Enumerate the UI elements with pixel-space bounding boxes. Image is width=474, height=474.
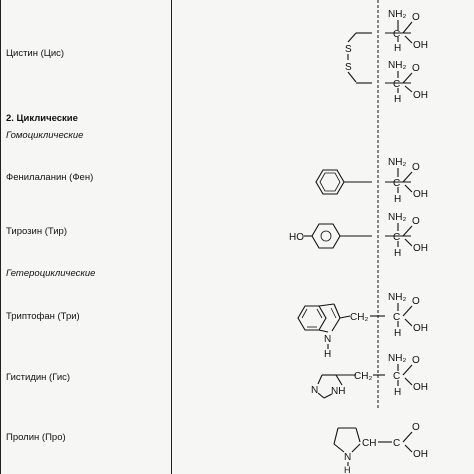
proline-c: C — [393, 438, 400, 449]
cystine-upper-nh2: NH₂ — [388, 9, 406, 20]
tyrosine-h: H — [394, 248, 401, 259]
cystine-upper-h: H — [394, 43, 401, 54]
cystine-lower-o: O — [412, 63, 420, 74]
cystine-lower-c: C — [393, 79, 400, 90]
tryptophan-n: N — [324, 334, 331, 345]
subheading-heterocyclic: Гетероциклические — [6, 268, 96, 279]
cystine-upper-c: C — [393, 29, 400, 40]
cystine-structure: NH₂ C O OH H S S NH₂ C O OH — [345, 9, 428, 105]
cystine-lower-nh2: NH₂ — [388, 60, 406, 71]
histidine-o: O — [412, 355, 420, 366]
tyrosine-structure: HO NH₂ C O OH H — [289, 212, 428, 259]
proline-o: O — [412, 422, 420, 433]
tryptophan-c: C — [393, 312, 400, 323]
tyrosine-o: O — [412, 216, 420, 227]
phenylalanine-nh2: NH₂ — [388, 157, 406, 168]
column-divider — [171, 0, 172, 474]
histidine-ch2: CH₂ — [354, 371, 372, 382]
histidine-oh: OH — [413, 382, 428, 393]
cystine-upper-oh: OH — [413, 40, 428, 51]
tyrosine-oh: OH — [413, 243, 428, 254]
cystine-lower-oh: OH — [413, 90, 428, 101]
tyrosine-nh2: NH₂ — [388, 212, 406, 223]
proline-ring-h: H — [344, 465, 351, 474]
tryptophan-nh-h: H — [324, 349, 331, 360]
histidine-nh2: NH₂ — [388, 353, 406, 364]
cystine-upper-o: O — [412, 12, 420, 23]
tryptophan-oh: OH — [413, 323, 428, 334]
row-label-tryptophan: Триптофан (Три) — [6, 311, 80, 322]
row-label-cystine: Цистин (Цис) — [6, 48, 65, 59]
section-heading-cyclic: 2. Циклические — [6, 113, 78, 124]
phenylalanine-structure: NH₂ C O OH H — [315, 157, 428, 205]
left-border — [0, 0, 1, 474]
phenylalanine-o: O — [412, 162, 420, 173]
tryptophan-structure: N H CH₂ NH₂ C O OH H — [297, 292, 428, 360]
subheading-homocyclic: Гомоциклические — [6, 130, 84, 141]
tryptophan-nh2: NH₂ — [388, 292, 406, 303]
tryptophan-ch2: CH₂ — [350, 312, 368, 323]
row-label-proline: Пролин (Про) — [6, 432, 66, 443]
cystine-upper-s: S — [345, 44, 352, 55]
proline-ring-n: N — [344, 452, 351, 463]
proline-oh: OH — [413, 449, 428, 460]
proline-structure: N H CH C O OH — [333, 422, 428, 474]
row-label-histidine: Гистидин (Гис) — [6, 372, 71, 383]
histidine-h: H — [394, 387, 401, 398]
row-label-tyrosine: Тирозин (Тир) — [6, 226, 68, 237]
phenylalanine-c: C — [393, 178, 400, 189]
tyrosine-c: C — [393, 232, 400, 243]
phenylalanine-oh: OH — [413, 189, 428, 200]
cystine-lower-h: H — [394, 94, 401, 105]
histidine-structure: N NH CH₂ NH₂ C O OH H — [311, 353, 428, 399]
histidine-ring-nh: NH — [331, 386, 345, 397]
row-label-phenylalanine: Фенилаланин (Фен) — [6, 172, 94, 183]
tryptophan-o: O — [412, 296, 420, 307]
histidine-c: C — [393, 371, 400, 382]
cystine-lower-s: S — [345, 62, 352, 73]
tryptophan-h: H — [394, 328, 401, 339]
histidine-ring-n: N — [311, 385, 318, 396]
proline-ch: CH — [362, 438, 376, 449]
phenylalanine-h: H — [394, 194, 401, 205]
tyrosine-ho: HO — [289, 232, 304, 243]
